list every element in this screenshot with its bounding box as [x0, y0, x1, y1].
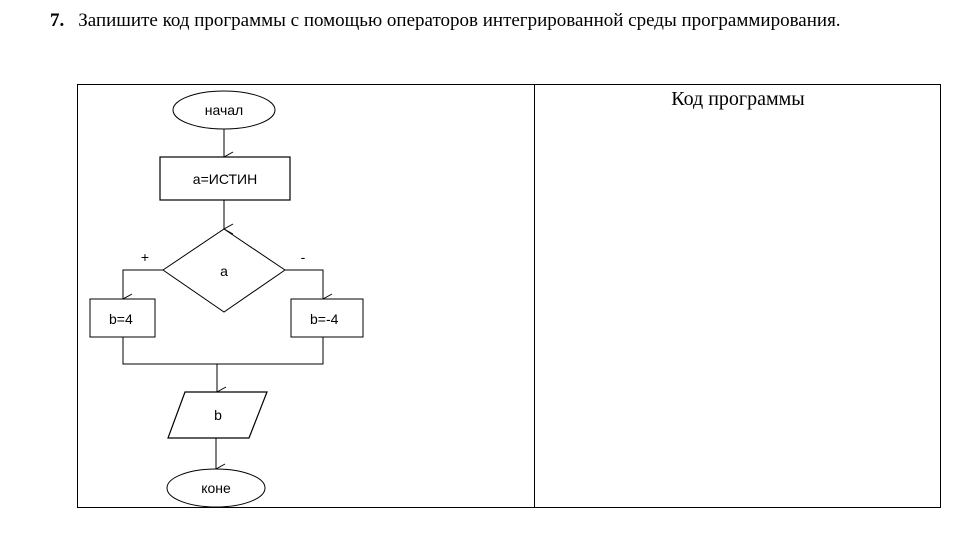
output-label: b [214, 407, 222, 423]
assign-process-box [159, 156, 291, 201]
task-text: Запишите код программы с помощью операто… [78, 10, 841, 31]
merge-line [122, 337, 324, 365]
start-label: начал [205, 102, 243, 118]
no-branch-marker: - [301, 249, 306, 265]
yes-branch-label: b=4 [109, 311, 133, 327]
end-label: коне [201, 480, 231, 496]
arrow-condition-to-yes-branch [121, 269, 163, 305]
output-data-box [167, 391, 268, 439]
arrow-condition-to-no-branch [285, 269, 333, 305]
end-terminator [166, 468, 266, 508]
answer-table [77, 84, 941, 508]
task-number: 7. [50, 10, 65, 31]
table-column-divider [534, 84, 535, 508]
condition-decision [162, 228, 286, 313]
yes-branch-marker: + [141, 249, 149, 265]
no-branch-label: b=-4 [310, 311, 339, 327]
assign-label: a=ИСТИН [193, 171, 257, 187]
task-statement: 7. Запишите код программы с помощью опера… [50, 7, 970, 34]
code-column-heading: Код программы [671, 88, 805, 110]
condition-label: a [220, 263, 228, 279]
yes-branch-process-box [89, 298, 156, 338]
no-branch-process-box [290, 298, 364, 338]
